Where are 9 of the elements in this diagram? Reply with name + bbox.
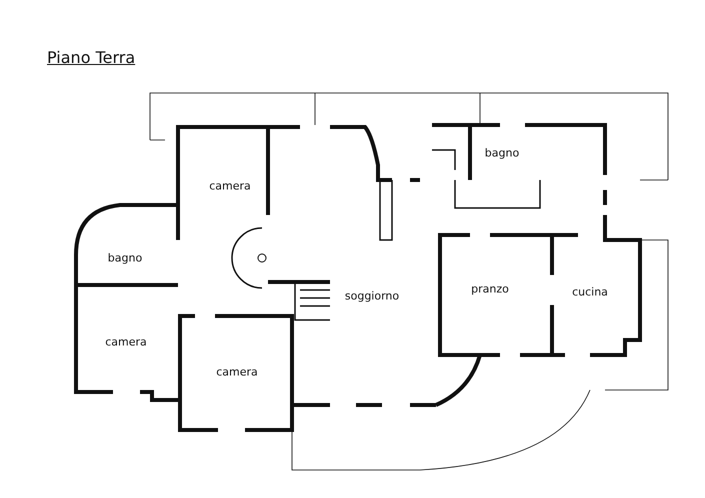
room-label: cucina <box>572 286 608 298</box>
room-label: camera <box>216 366 258 378</box>
room-label: pranzo <box>471 282 509 296</box>
room-label: bagno <box>484 146 520 160</box>
room-label: camera <box>209 180 251 192</box>
room-label: bagno <box>108 252 142 264</box>
room-label: soggiorno <box>344 290 400 302</box>
room-label: camera <box>105 336 147 348</box>
plan-title: Piano Terra <box>47 48 136 67</box>
